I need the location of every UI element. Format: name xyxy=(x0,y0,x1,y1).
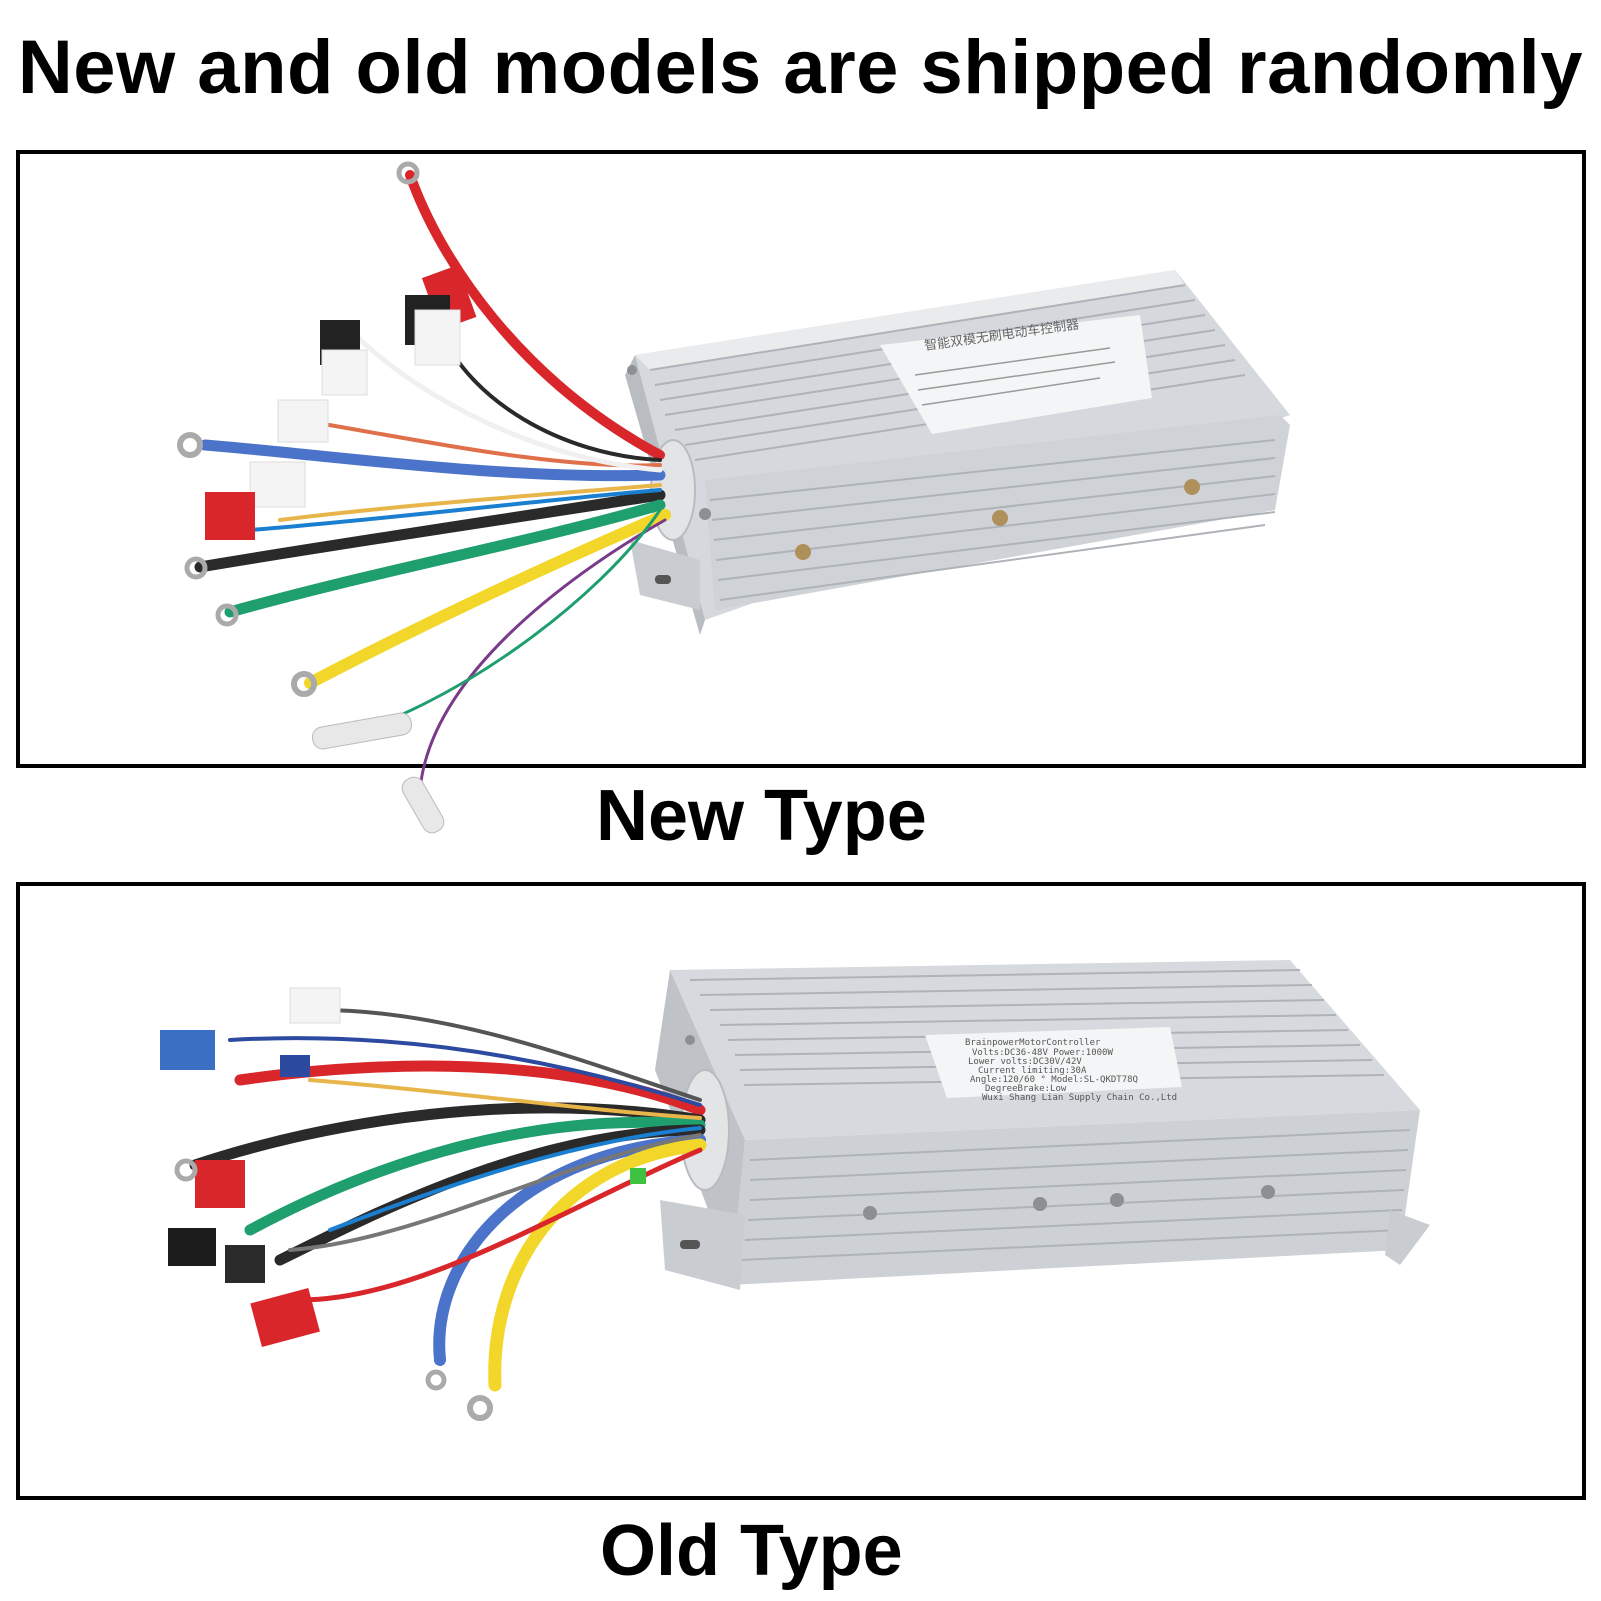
old-label-line-6: DegreeBrake:Low xyxy=(985,1084,1067,1094)
new-wire-bundle xyxy=(194,170,671,792)
headline: New and old models are shipped randomly xyxy=(17,25,1584,110)
old-label-line-2: Volts:DC36-48V Power:1000W xyxy=(972,1048,1113,1058)
new-connectors xyxy=(177,161,477,834)
old-label-line-3: Lower volts:DC30V/42V xyxy=(968,1057,1082,1067)
new-controller-housing xyxy=(625,270,1290,635)
old-label-line-1: BrainpowerMotorController xyxy=(965,1038,1101,1048)
old-label-line-4: Current limiting:30A xyxy=(978,1066,1087,1076)
old-controller-housing xyxy=(655,960,1430,1290)
new-controller-label-sticker: 智能双模无刷电动车控制器 xyxy=(880,315,1152,434)
old-label-line-7: Wuxi Shang Lian Supply Chain Co.,Ltd xyxy=(982,1093,1177,1103)
old-wire-bundle xyxy=(189,1008,707,1392)
old-type-caption: Old Type xyxy=(600,1511,903,1591)
new-type-caption: New Type xyxy=(596,776,927,856)
old-controller-label-sticker: BrainpowerMotorController Volts:DC36-48V… xyxy=(925,1027,1182,1103)
old-label-line-5: Angle:120/60 ° Model:SL-QKDT78Q xyxy=(970,1075,1138,1085)
old-connectors xyxy=(160,987,646,1421)
